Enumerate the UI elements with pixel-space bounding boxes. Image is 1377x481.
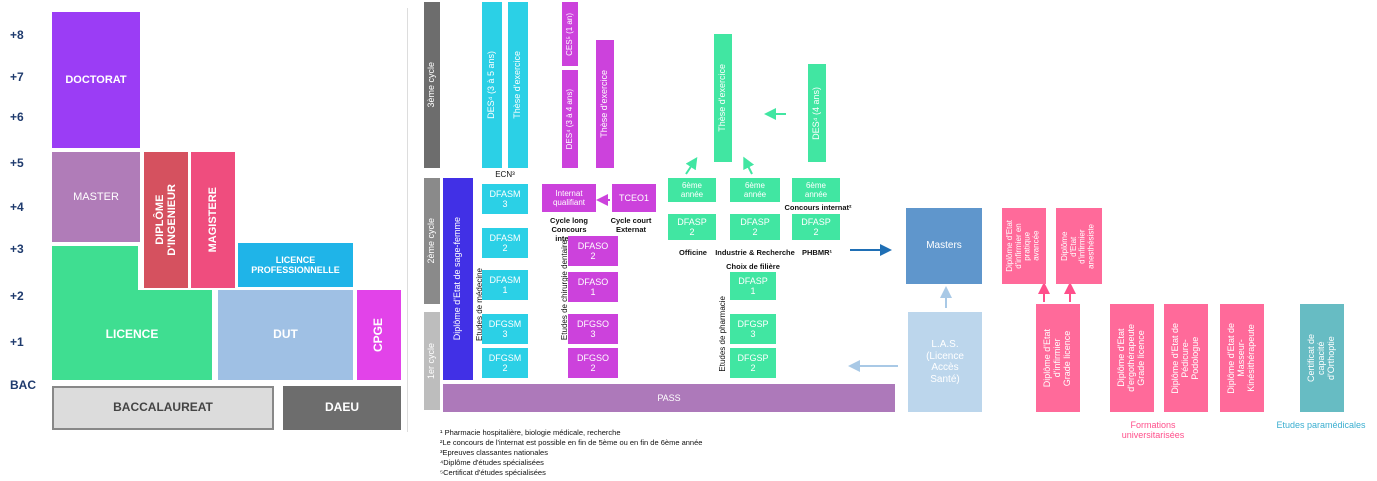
baccalaureat-box: BACCALAUREAT xyxy=(52,386,274,430)
masters-box: Masters xyxy=(906,208,982,284)
dut-box: DUT xyxy=(218,290,353,380)
cycle-1: 1er cycle xyxy=(424,312,440,410)
concours-label: Concours internat² xyxy=(784,203,852,212)
footnote: ⁴Diplôme d'études spécialisées xyxy=(440,458,544,467)
officine-label: Officine xyxy=(679,248,707,257)
pedicure-box: Diplôme d'Etat de Pédicure- Podologue xyxy=(1164,304,1208,412)
level-label: +8 xyxy=(10,28,24,42)
annee6-officine: 6ème année xyxy=(668,178,716,202)
level-label: +1 xyxy=(10,335,24,349)
phbmr-label: PHBMR¹ xyxy=(802,248,832,257)
dfgso2: DFGSO 2 xyxy=(568,348,618,378)
level-label: +7 xyxy=(10,70,24,84)
these-pharmacie: Thèse d'exercice xyxy=(714,34,732,162)
industrie-label: Industrie & Recherche xyxy=(715,248,795,257)
ces-dentaire: CES⁵ (1 an) xyxy=(562,2,578,66)
licence-box-top xyxy=(52,246,138,290)
infirmier-grade-licence: Diplôme d'Etat d'infirmier Grade licence xyxy=(1036,304,1080,412)
dfasm2: DFASM 2 xyxy=(482,228,528,258)
level-label: +5 xyxy=(10,156,24,170)
cycle-2: 2ème cycle xyxy=(424,178,440,304)
dfasp1: DFASP 1 xyxy=(730,272,776,300)
level-label: BAC xyxy=(10,378,36,392)
these-medecine: Thèse d'exercice xyxy=(508,2,528,168)
des-pharmacie: DES⁴ (4 ans) xyxy=(808,64,826,162)
dfgso3: DFGSO 3 xyxy=(568,314,618,344)
internat-qualifiant: Internat qualifiant xyxy=(542,184,596,212)
las-box: L.A.S. (Licence Accès Santé) xyxy=(908,312,982,412)
tceo1: TCEO1 xyxy=(612,184,656,212)
licence-box: LICENCE xyxy=(52,290,212,380)
annee6-phbmr: 6ème année xyxy=(792,178,840,202)
infirmier-pratique-avancee: Diplôme d'Etat d'infirmier en pratique a… xyxy=(1002,208,1046,284)
des-medecine: DES⁴ (3 à 5 ans) xyxy=(482,2,502,168)
footnote: ⁵Certificat d'études spécialisées xyxy=(440,468,546,477)
footnote: ³Epreuves classantes nationales xyxy=(440,448,548,457)
these-dentaire: Thèse d'exercice xyxy=(596,40,614,168)
choix-filiere-label: Choix de filière xyxy=(726,262,780,271)
footnote: ¹ Pharmacie hospitalière, biologie médic… xyxy=(440,428,621,437)
level-label: +2 xyxy=(10,289,24,303)
diplome-ingenieur-box: DIPLÔME D'INGENIEUR xyxy=(144,152,188,288)
dfasm1: DFASM 1 xyxy=(482,270,528,300)
doctorat-box: DOCTORAT xyxy=(52,12,140,148)
formations-univ-label: Formations universitarisées xyxy=(1121,420,1185,440)
dfgsp3: DFGSP 3 xyxy=(730,314,776,344)
ecn-label: ECN³ xyxy=(495,170,515,179)
level-label: +6 xyxy=(10,110,24,124)
licence-pro-box: LICENCE PROFESSIONNELLE xyxy=(238,243,353,287)
daeu-box: DAEU xyxy=(283,386,401,430)
dfgsm2: DFGSM 2 xyxy=(482,348,528,378)
dfasp2-officine: DFASP 2 xyxy=(668,214,716,240)
dfaso1: DFASO 1 xyxy=(568,272,618,302)
paramedicales-label: Etudes paramédicales xyxy=(1276,420,1366,430)
divider xyxy=(407,8,408,432)
dfgsp2: DFGSP 2 xyxy=(730,348,776,378)
masseur-box: Diplôme d'Etat de Masseur- Kinésithérape… xyxy=(1220,304,1264,412)
dfasp2-phbmr: DFASP 2 xyxy=(792,214,840,240)
footnote: ²Le concours de l'internat est possible … xyxy=(440,438,703,447)
infirmier-anesthesiste: Diplôme d'Etat d'infirmier anesthésiste xyxy=(1056,208,1102,284)
level-label: +3 xyxy=(10,242,24,256)
des-dentaire: DES⁴ (3 à 4 ans) xyxy=(562,70,578,168)
arrow xyxy=(685,157,698,175)
dfasp2-industrie: DFASP 2 xyxy=(730,214,780,240)
dfasm3: DFASM 3 xyxy=(482,184,528,214)
cycle-3: 3ème cycle xyxy=(424,2,440,168)
magistere-box: MAGISTERE xyxy=(191,152,235,288)
arrow xyxy=(743,156,755,175)
dfgsm3: DFGSM 3 xyxy=(482,314,528,344)
ergotherapeute-box: Diplôme d'Etat d'ergothérapeute Grade li… xyxy=(1110,304,1154,412)
master-box: MASTER xyxy=(52,152,140,242)
cpge-box: CPGE xyxy=(357,290,401,380)
sage-femme-box: Diplôme d'Etat de sage-femme xyxy=(443,178,473,380)
orthoptie-box: Certificat de capacité d'Orthoptie xyxy=(1300,304,1344,412)
dfaso2: DFASO 2 xyxy=(568,236,618,266)
pass-box: PASS xyxy=(443,384,895,412)
cycle-court-label: Cycle court Externat xyxy=(610,216,652,234)
level-label: +4 xyxy=(10,200,24,214)
annee6-industrie: 6ème année xyxy=(730,178,780,202)
